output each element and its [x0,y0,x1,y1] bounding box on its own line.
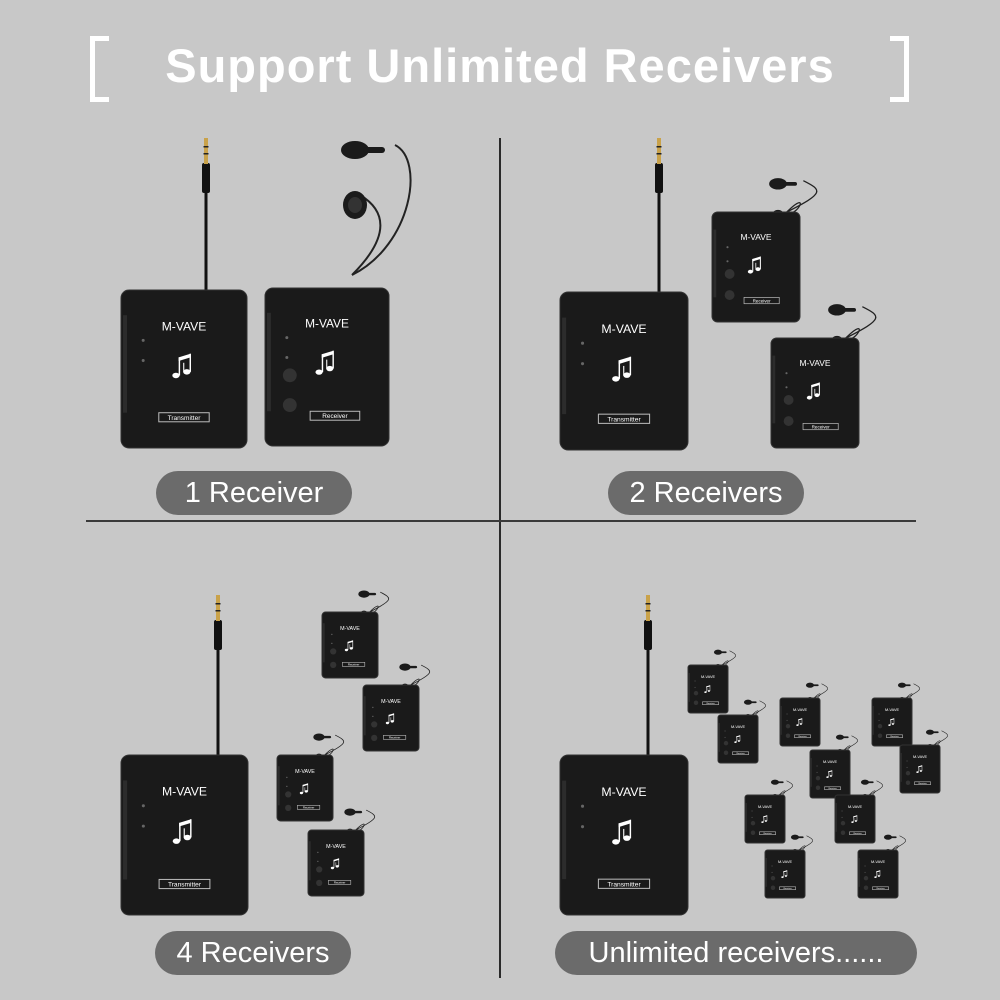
transmitter-label: Transmitter [607,416,641,423]
brand-logo: M-VAVE [913,755,928,759]
receiver-device: M-VAVE Receiver [264,287,390,447]
panel-2-label: 2 Receivers [608,471,804,515]
receiver-device-9: M-VAVE Receiver [764,849,806,899]
receiver-device-1: M-VAVE Receiver [711,211,801,323]
transmitter-device: M-VAVE Transmitter [559,754,689,916]
transmitter-label: Transmitter [168,882,202,889]
receiver-device-3: M-VAVE Receiver [276,754,334,822]
brand-logo: M-VAVE [601,322,646,336]
audio-jack-cable [202,138,210,290]
receiver-device-3: M-VAVE Receiver [779,697,821,747]
brand-logo: M-VAVE [381,699,401,705]
receiver-device-1: M-VAVE Receiver [321,611,379,679]
brand-logo: M-VAVE [799,358,830,368]
brand-logo: M-VAVE [740,232,771,242]
left-bracket [90,36,109,102]
panel-4-label: Unlimited receivers...... [555,931,917,975]
brand-logo: M-VAVE [305,317,349,331]
panel-3-illustration: M-VAVETransmitterM-VAVEReceiverM-VAVERec… [120,590,430,916]
audio-jack-cable [644,595,652,755]
page-title: Support Unlimited Receivers [165,39,835,92]
right-bracket [890,36,909,102]
panel-1-receiver: M-VAVE Transmitter M-VAVE Receiver [0,120,500,520]
panel-1-illustration: M-VAVE Transmitter M-VAVE Receiver [120,138,412,449]
receiver-device-10: M-VAVE Receiver [857,849,899,899]
receiver-device-5: M-VAVE Receiver [809,749,851,799]
receiver-device-2: M-VAVE Receiver [362,684,420,752]
brand-logo: M-VAVE [848,805,863,809]
panel-3-label: 4 Receivers [155,931,351,975]
receiver-label: Receiver [322,413,348,420]
brand-logo: M-VAVE [871,860,886,864]
receiver-label: Receiver [798,735,807,738]
brand-logo: M-VAVE [701,675,716,679]
audio-jack-cable [655,138,663,292]
receiver-device-7: M-VAVE Receiver [744,794,786,844]
transmitter-device: M-VAVE Transmitter [559,291,689,451]
receiver-device-1: M-VAVE Receiver [687,664,729,714]
brand-logo: M-VAVE [823,760,838,764]
transmitter-device: M-VAVE Transmitter [120,289,248,449]
brand-logo: M-VAVE [793,708,808,712]
transmitter-label: Transmitter [168,415,202,422]
receiver-label: Receiver [890,735,899,738]
receiver-label: Receiver [853,832,862,835]
brand-logo: M-VAVE [162,319,207,333]
panel-2-illustration: M-VAVETransmitterM-VAVEReceiverM-VAVERec… [559,138,877,451]
transmitter-label: Transmitter [607,881,641,888]
receiver-label: Receiver [828,787,837,790]
brand-logo: M-VAVE [758,805,773,809]
horizontal-divider [86,520,916,522]
brand-logo: M-VAVE [326,844,346,850]
receiver-label: Receiver [753,298,771,303]
receiver-label: Receiver [303,805,314,809]
brand-logo: M-VAVE [601,785,646,799]
receiver-device-2: M-VAVE Receiver [717,714,759,764]
title-block: Support Unlimited Receivers [0,28,1000,102]
receiver-device-6: M-VAVE Receiver [899,744,941,794]
receiver-label: Receiver [389,735,400,739]
earphone [341,141,412,276]
audio-jack-cable [214,595,222,755]
vertical-divider [499,138,501,978]
receiver-label: Receiver [876,887,885,890]
brand-logo: M-VAVE [778,860,793,864]
brand-logo: M-VAVE [295,769,315,775]
receiver-label: Receiver [812,424,830,429]
receiver-label: Receiver [918,782,927,785]
receiver-label: Receiver [736,752,745,755]
receiver-device-8: M-VAVE Receiver [834,794,876,844]
receiver-device-2: M-VAVE Receiver [770,337,860,449]
receiver-label: Receiver [706,702,715,705]
brand-logo: M-VAVE [162,785,207,799]
brand-logo: M-VAVE [885,708,900,712]
receiver-label: Receiver [348,662,359,666]
brand-logo: M-VAVE [731,725,746,729]
receiver-label: Receiver [763,832,772,835]
receiver-device-4: M-VAVE Receiver [307,829,365,897]
receiver-device-4: M-VAVE Receiver [871,697,913,747]
brand-logo: M-VAVE [340,626,360,632]
panel-1-label: 1 Receiver [156,471,352,515]
transmitter-device: M-VAVE Transmitter [120,754,249,916]
panel-4-illustration: M-VAVETransmitterM-VAVEReceiverM-VAVERec… [559,595,948,916]
receiver-label: Receiver [783,887,792,890]
receiver-label: Receiver [334,880,345,884]
